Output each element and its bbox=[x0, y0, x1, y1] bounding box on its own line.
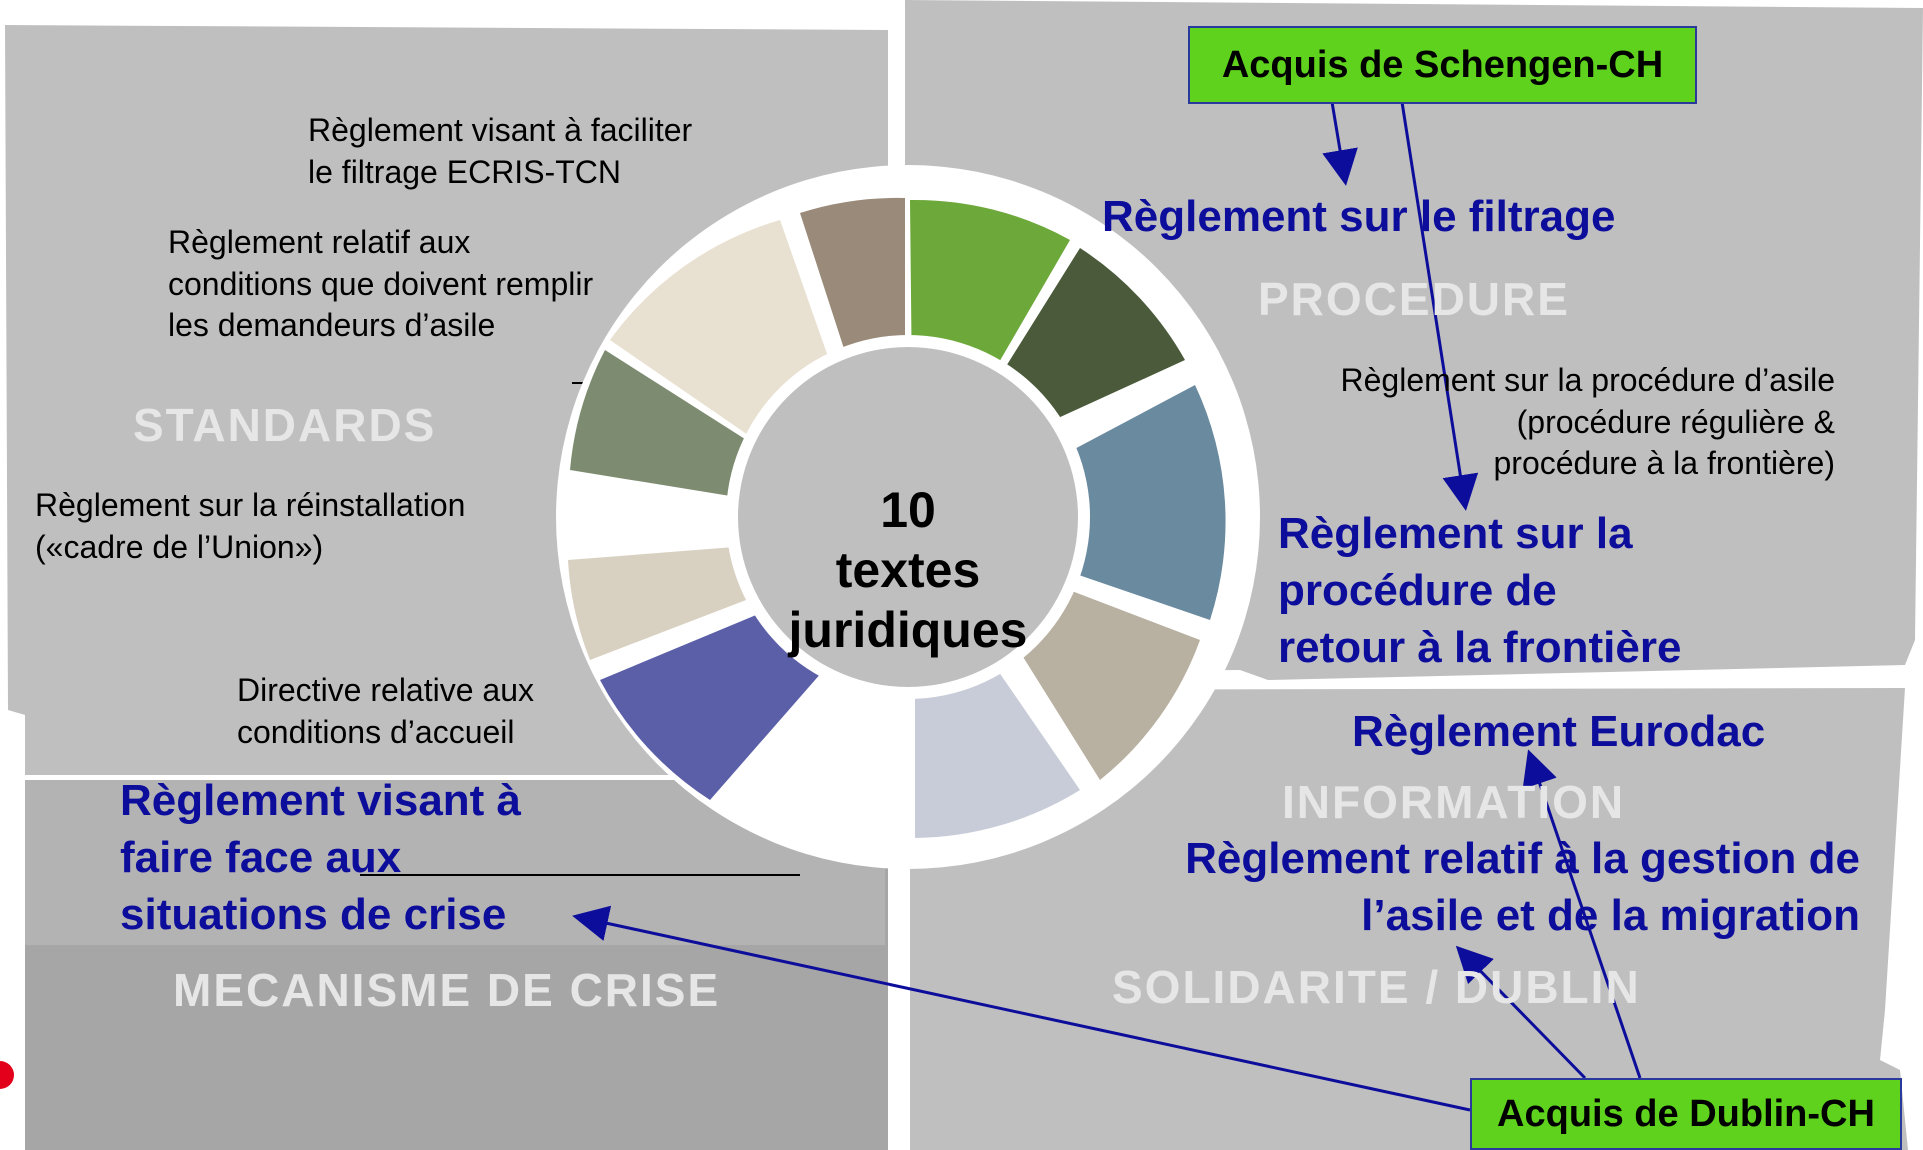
photo-ring bbox=[556, 165, 1260, 869]
text-conditions: Règlement relatif aux conditions que doi… bbox=[168, 224, 594, 344]
information-panel bbox=[910, 688, 1908, 1150]
label-crise: MECANISME DE CRISE bbox=[173, 964, 721, 1016]
segment-lightning bbox=[600, 605, 850, 800]
center-line-1: 10 bbox=[880, 482, 936, 538]
arrow-dublin-eurodac bbox=[1522, 749, 1642, 1079]
red-dot bbox=[0, 1061, 14, 1089]
text-eurodac: Règlement Eurodac bbox=[1352, 707, 1766, 756]
text-procedure-asile: Règlement sur la procédure d’asile (proc… bbox=[1340, 362, 1835, 482]
label-procedure: PROCEDURE bbox=[1258, 273, 1570, 325]
arrow-schengen-retour bbox=[1400, 101, 1479, 511]
text-ecris: Règlement visant à faciliter le filtrage… bbox=[308, 112, 693, 190]
arrow-dublin-gestion bbox=[1455, 945, 1587, 1080]
label-standards: STANDARDS bbox=[133, 399, 437, 451]
text-crise: Règlement visant à faire face aux situat… bbox=[120, 776, 522, 940]
text-filtrage: Règlement sur le filtrage bbox=[1102, 192, 1616, 241]
arrow-dublin-crise bbox=[572, 905, 1471, 1112]
center-line-2: textes bbox=[835, 542, 981, 598]
text-accueil: Directive relative aux conditions d’accu… bbox=[237, 672, 534, 750]
label-information: INFORMATION bbox=[1282, 776, 1626, 828]
label-solidarite: SOLIDARITE / DUBLIN bbox=[1112, 961, 1641, 1013]
box-dublin: Acquis de Dublin-CH bbox=[1470, 1078, 1902, 1150]
arrow-schengen-filtrage bbox=[1322, 101, 1358, 186]
box-schengen: Acquis de Schengen-CH bbox=[1188, 26, 1697, 104]
text-retour: Règlement sur la procédure de retour à l… bbox=[1278, 509, 1682, 673]
text-reinstallation: Règlement sur la réinstallation («cadre … bbox=[35, 487, 466, 565]
center-line-3: juridiques bbox=[788, 602, 1028, 658]
segment-bunkbed bbox=[568, 545, 772, 660]
center-title: 10 textes juridiques bbox=[758, 480, 1058, 660]
text-gestion: Règlement relatif à la gestion de l’asil… bbox=[1185, 834, 1860, 941]
segment-village bbox=[570, 350, 770, 500]
